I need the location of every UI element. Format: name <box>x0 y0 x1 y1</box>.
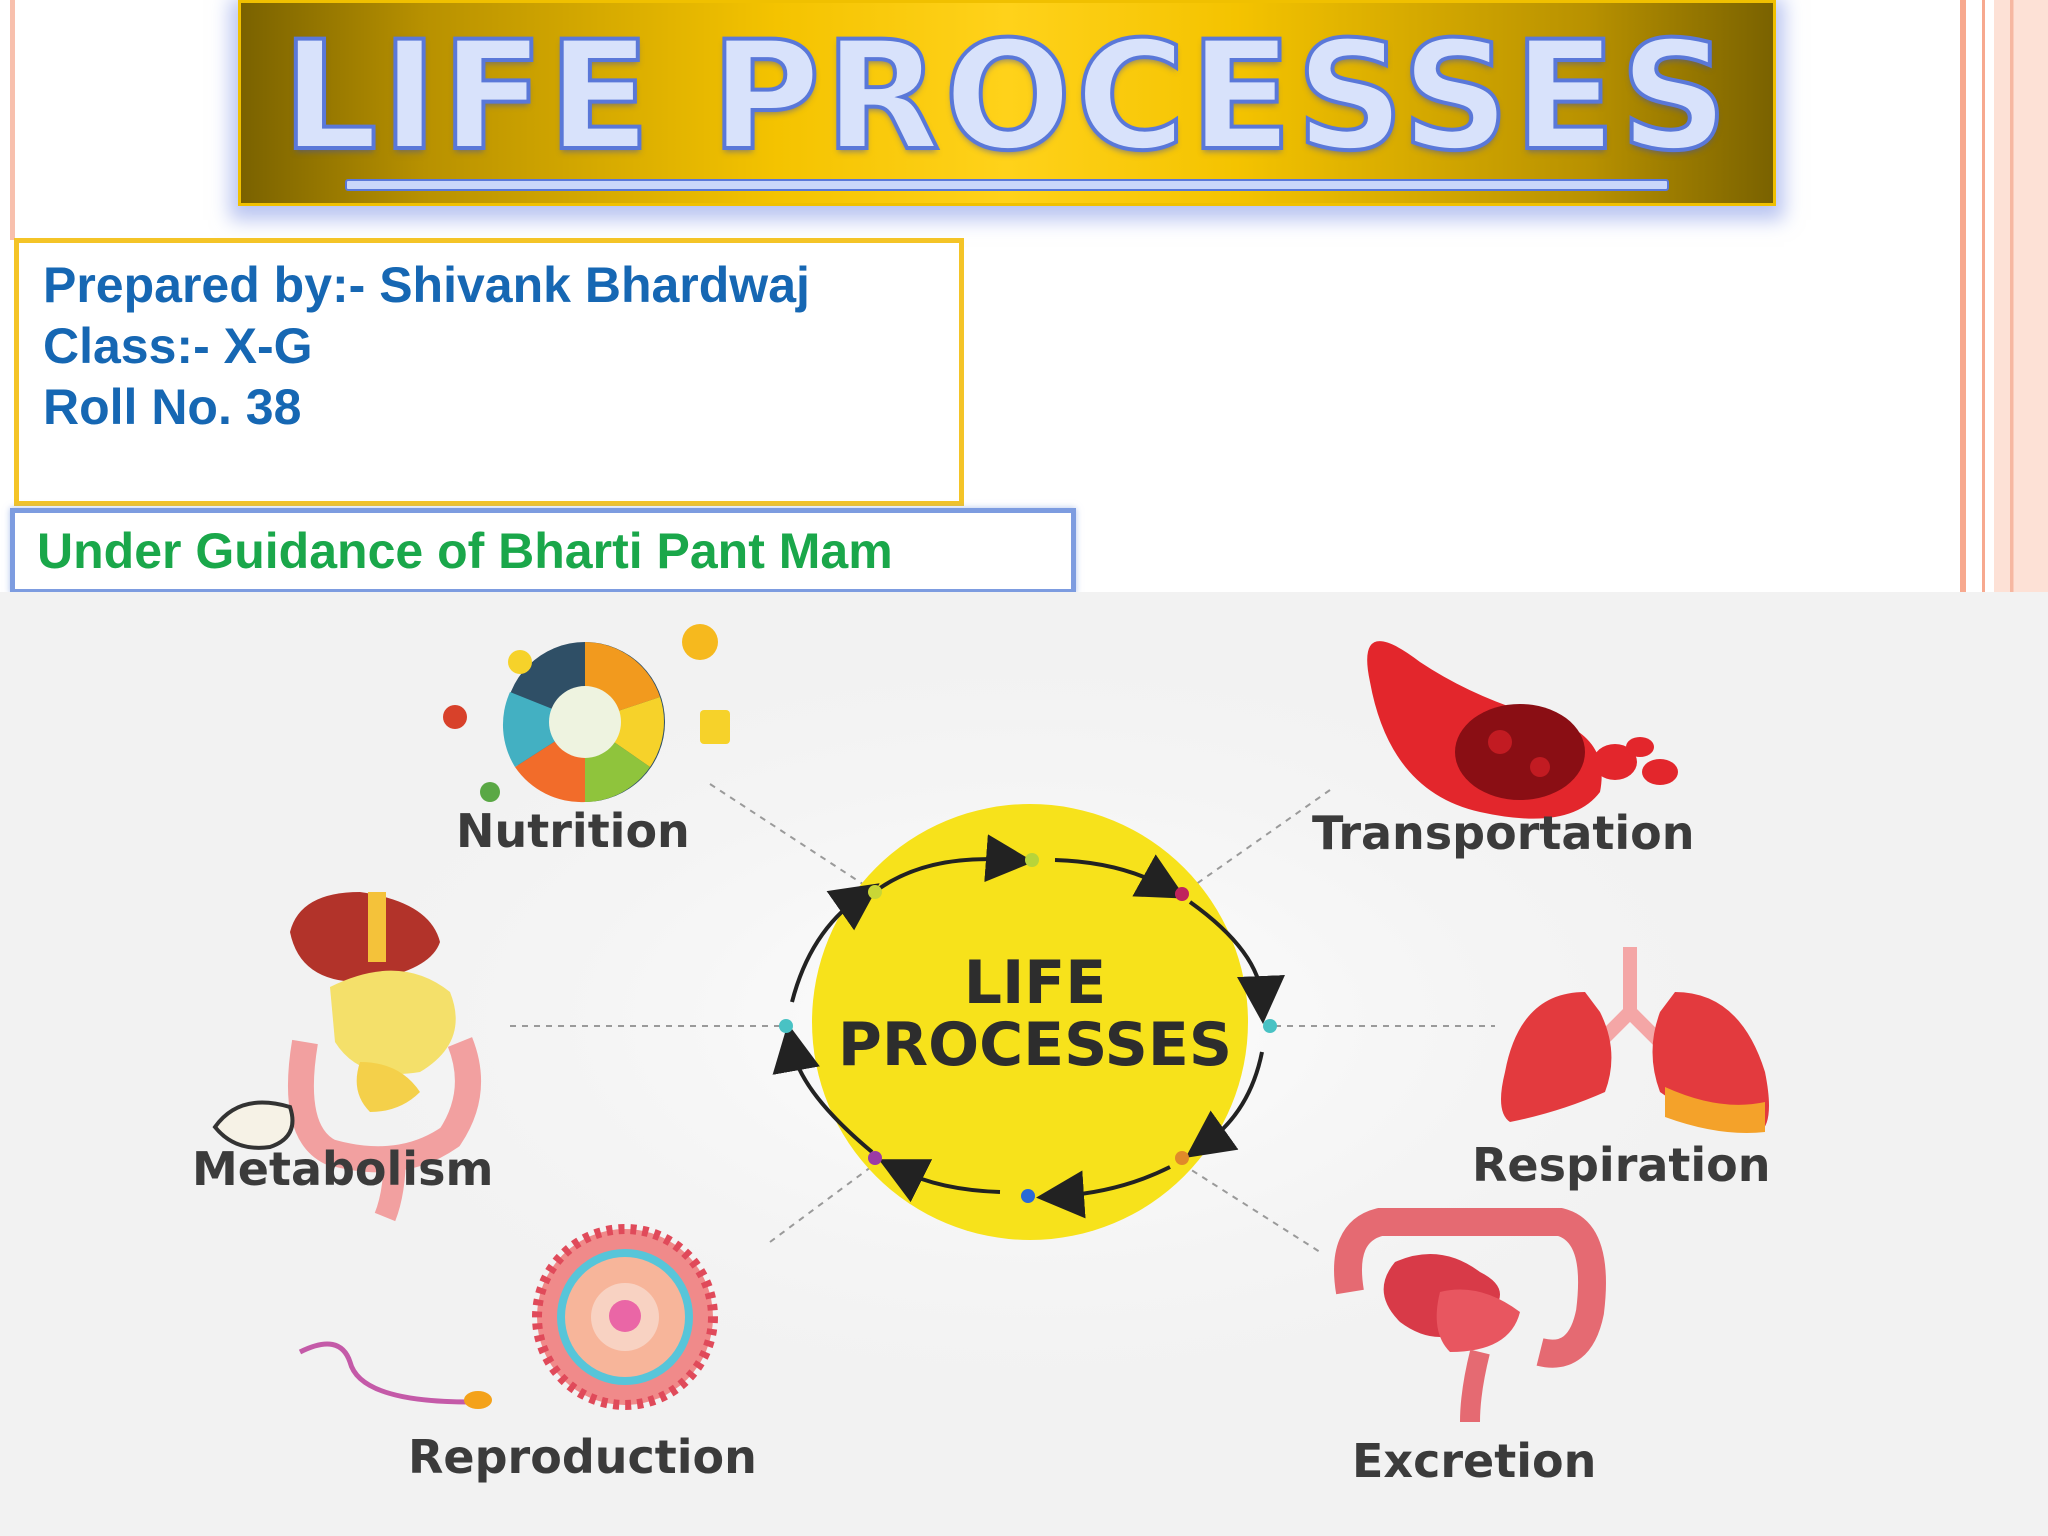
guidance-text: Under Guidance of Bharti Pant Mam <box>37 523 893 579</box>
excretion-icon <box>1334 1208 1606 1423</box>
center-label: LIFE PROCESSES <box>810 952 1260 1076</box>
right-decor-stripe <box>1960 0 1966 592</box>
guidance-box: Under Guidance of Bharti Pant Mam <box>10 508 1076 594</box>
nutrition-icon <box>443 624 730 803</box>
label-metabolism: Metabolism <box>192 1142 494 1196</box>
label-excretion: Excretion <box>1352 1434 1597 1488</box>
life-processes-diagram: LIFE PROCESSES Nutrition Transportation … <box>0 592 2048 1536</box>
class-info: Class:- X-G <box>43 318 313 374</box>
left-decor-stripe <box>10 0 15 240</box>
right-decor-band <box>1994 0 2048 592</box>
label-respiration: Respiration <box>1472 1138 1771 1192</box>
center-label-line1: LIFE <box>963 948 1107 1018</box>
center-circle <box>812 804 1248 1240</box>
respiration-icon <box>1501 947 1769 1133</box>
slide-title: LIFE PROCESSES <box>280 10 1732 184</box>
title-banner: LIFE PROCESSES <box>238 0 1776 206</box>
cycle-dots <box>779 853 1277 1203</box>
label-nutrition: Nutrition <box>456 804 690 858</box>
diagram-graphics <box>210 592 1850 1452</box>
connector-lines <box>510 783 1495 1253</box>
title-underline <box>345 179 1669 191</box>
label-reproduction: Reproduction <box>408 1430 757 1484</box>
roll-number: Roll No. 38 <box>43 379 302 435</box>
transportation-icon <box>1367 641 1678 819</box>
prepared-by: Prepared by:- Shivank Bhardwaj <box>43 257 810 313</box>
author-info-box: Prepared by:- Shivank Bhardwaj Class:- X… <box>14 238 964 506</box>
center-label-line2: PROCESSES <box>837 1010 1233 1080</box>
metabolism-icon <box>212 892 481 1222</box>
right-decor-stripe-thin <box>1982 0 1985 592</box>
reproduction-icon <box>298 1224 718 1410</box>
cycle-arrows <box>772 834 1285 1219</box>
label-transportation: Transportation <box>1312 806 1695 860</box>
